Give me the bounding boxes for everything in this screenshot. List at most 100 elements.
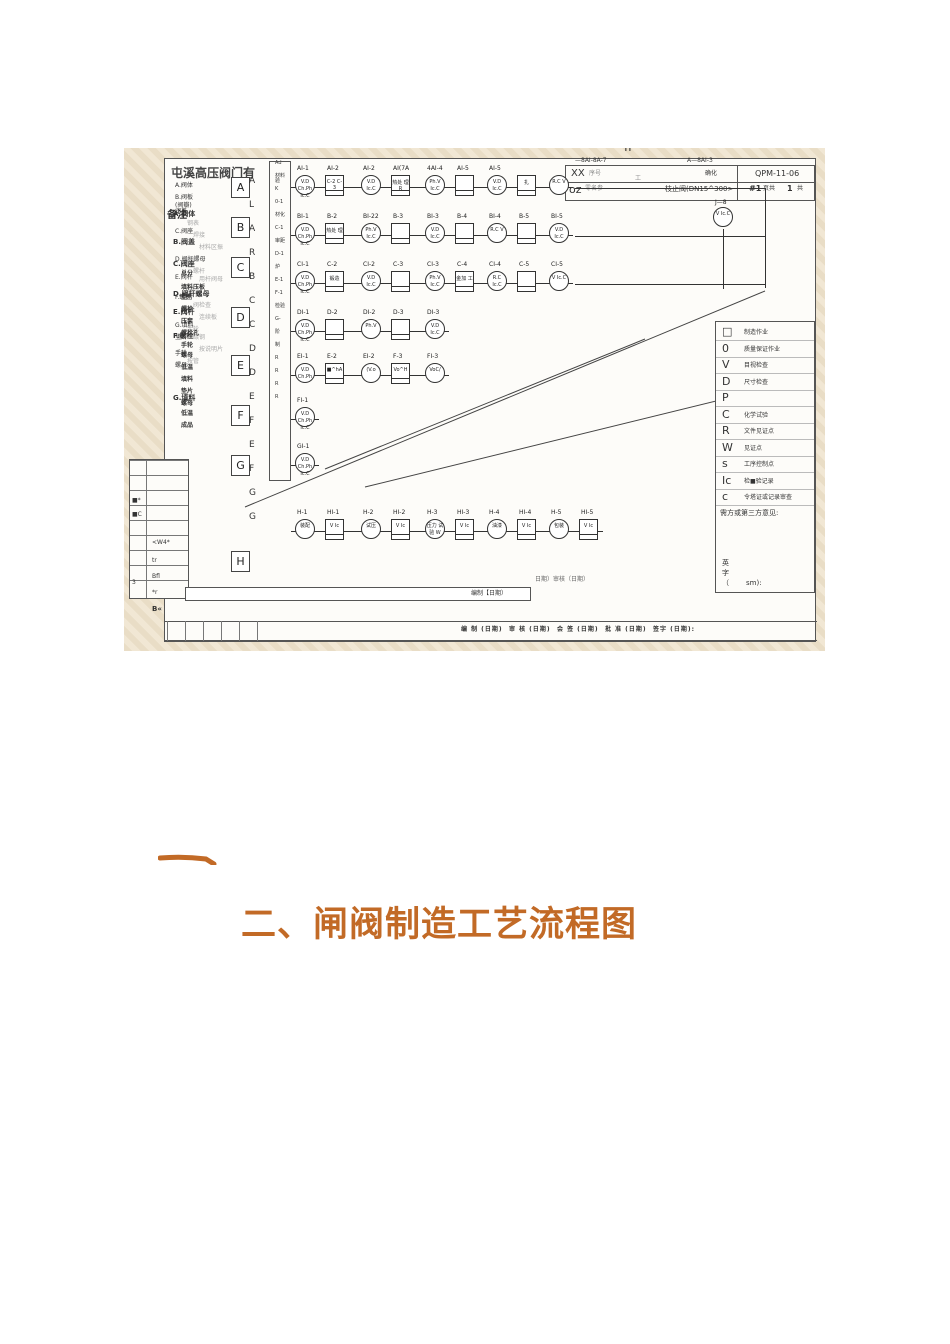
left-item-2: C.阀座 <box>173 260 195 268</box>
row-A-node-8: R.C V <box>549 175 569 195</box>
legend-rule-2 <box>716 373 814 374</box>
left-col2-7: 螺母 <box>181 352 194 359</box>
stamp-rule-3 <box>130 505 188 506</box>
footer-label-4: 签字 (日期): <box>653 626 695 633</box>
stage-col2-12: F <box>249 464 255 474</box>
stage-letter-A: A <box>231 177 250 198</box>
row-B-node-3 <box>391 223 410 244</box>
stamp-rule-7 <box>130 565 188 566</box>
legend-rule-0 <box>716 340 814 341</box>
legend-rule-8 <box>716 472 814 473</box>
material-column <box>269 161 291 481</box>
left-item-4: E.阀杆 <box>173 308 195 316</box>
conn-a <box>575 188 765 189</box>
faint-note-12: 按管 <box>187 358 200 365</box>
stage-col2-9: E <box>249 392 255 402</box>
row-F-node-label-0: FI-1 <box>297 397 309 404</box>
page-unit: 共 <box>797 185 804 192</box>
conn-b <box>575 236 765 237</box>
header-box <box>565 165 815 201</box>
row-C-node-label-0: CI-1 <box>297 261 309 268</box>
stage-letter-F: F <box>231 405 250 426</box>
row1-right: 确化 <box>705 170 718 177</box>
page-text: 页共 <box>763 185 776 192</box>
legend-label-9: 检■验记录 <box>744 477 774 485</box>
note-5: C.阀座 <box>175 228 194 235</box>
row-C-node-2: V.D Ic.C <box>361 271 381 291</box>
left-col2-4: 压套 <box>181 318 194 325</box>
material-label-8: 炉 <box>275 264 281 270</box>
heading-dash <box>158 854 217 865</box>
row-H-node-label-7: HI-4 <box>519 509 532 516</box>
dn-top: (DN15^15001 <box>682 148 732 149</box>
stamp-rule-2 <box>130 490 188 491</box>
row-A-node-label-3: AI(7A <box>393 165 410 172</box>
faint-note-6: 丝 <box>187 286 194 293</box>
row-B-node-label-2: BI-22 <box>363 213 379 220</box>
material-label-4: 材化 <box>275 212 286 218</box>
footer-label-1: 审 核 (日期) <box>509 626 551 633</box>
name-value: 阀 <box>650 148 657 149</box>
row-E-node-2: (V.o <box>361 363 381 383</box>
row-E-node-label-0: EI-1 <box>297 353 309 360</box>
row-A-node-2: V.D Ic.C <box>361 175 381 195</box>
footer-band: 编制【日期）日期）审核（日期）编 制 (日期)审 核 (日期)会 签 (日期)批… <box>165 576 817 641</box>
note-10: 垫片 <box>175 334 188 341</box>
row-E-node-label-2: EI-2 <box>363 353 375 360</box>
row-B-node-label-8: BI-5 <box>551 213 563 220</box>
left-item-3: D.阀杆螺母 <box>173 290 210 298</box>
legend-label-8: 工序控制点 <box>744 461 775 468</box>
stage-col2-5: C <box>249 296 256 306</box>
row-E-node-3: Vo^H <box>391 363 410 384</box>
compile-label: 编制【日期） <box>471 590 508 597</box>
row-D-node-label-2: DI-2 <box>363 309 376 316</box>
left-col2-9: 填料 <box>181 376 194 383</box>
legend-rule-6 <box>716 439 814 440</box>
stage-col2-6: C <box>249 320 256 330</box>
row-B-node-label-4: BI-3 <box>427 213 439 220</box>
note-7: E.阀杆 <box>175 274 193 281</box>
footer-box <box>185 587 531 601</box>
doc-no-mark: oz <box>569 183 582 196</box>
legend-label-3: 尺寸检查 <box>744 378 769 386</box>
legend-rule-7 <box>716 455 814 457</box>
row-H-node-3: V Ic <box>391 519 410 540</box>
footer-cell-rule-2 <box>203 621 204 641</box>
footer-row-text: 日期）审核（日期） <box>535 576 590 583</box>
faint-note-8: 连续板 <box>199 314 218 321</box>
row-B-node-7 <box>517 223 536 244</box>
row-H-node-label-4: H-3 <box>427 509 438 516</box>
page-count: 1 <box>787 184 793 193</box>
stage-col2-0: A <box>249 176 256 186</box>
stage-col2-7: D <box>249 344 256 354</box>
material-label-7: D-1 <box>275 251 284 257</box>
material-label-9: E-1 <box>275 277 284 283</box>
legend-label-10: 令塔证或记录审查 <box>744 494 793 501</box>
extra-node: V Ic.C <box>713 207 733 227</box>
row-H-node-label-6: H-4 <box>489 509 500 516</box>
faint-note-0: 钢表 <box>187 220 200 227</box>
row-H-node-4: 压力 试验 W <box>425 519 445 539</box>
row-E-node-label-3: F-3 <box>393 353 403 360</box>
row-H-node-8: 包装 <box>549 519 569 539</box>
row-A-node-5 <box>455 175 474 196</box>
material-label-1: 材料验 <box>275 173 286 184</box>
diag-1 <box>244 290 766 508</box>
left-col2-2: 垫片 <box>181 294 194 301</box>
row-line-H <box>291 531 603 532</box>
row-H-node-label-0: H-1 <box>297 509 308 516</box>
header-divider <box>565 182 815 183</box>
left-item-1: B.阀盖 <box>173 238 195 246</box>
note-12: 螺母 <box>175 362 188 369</box>
row-H-node-label-8: H-5 <box>551 509 562 516</box>
sign-char-0: 英 <box>722 559 729 567</box>
row-H-node-5: V Ic <box>455 519 474 540</box>
row-C-node-0: V.D Ch.Ph Ic.C <box>295 271 315 295</box>
note-6: D.阀杆螺母 <box>175 256 206 263</box>
extra-node-line <box>723 229 724 289</box>
row-B-node-4: V.D Ic.C <box>425 223 445 243</box>
stage-col2-2: A <box>249 224 256 234</box>
extra-node-label: J—8 <box>715 199 727 206</box>
row-A-node-label-6: AI-5 <box>489 165 501 172</box>
